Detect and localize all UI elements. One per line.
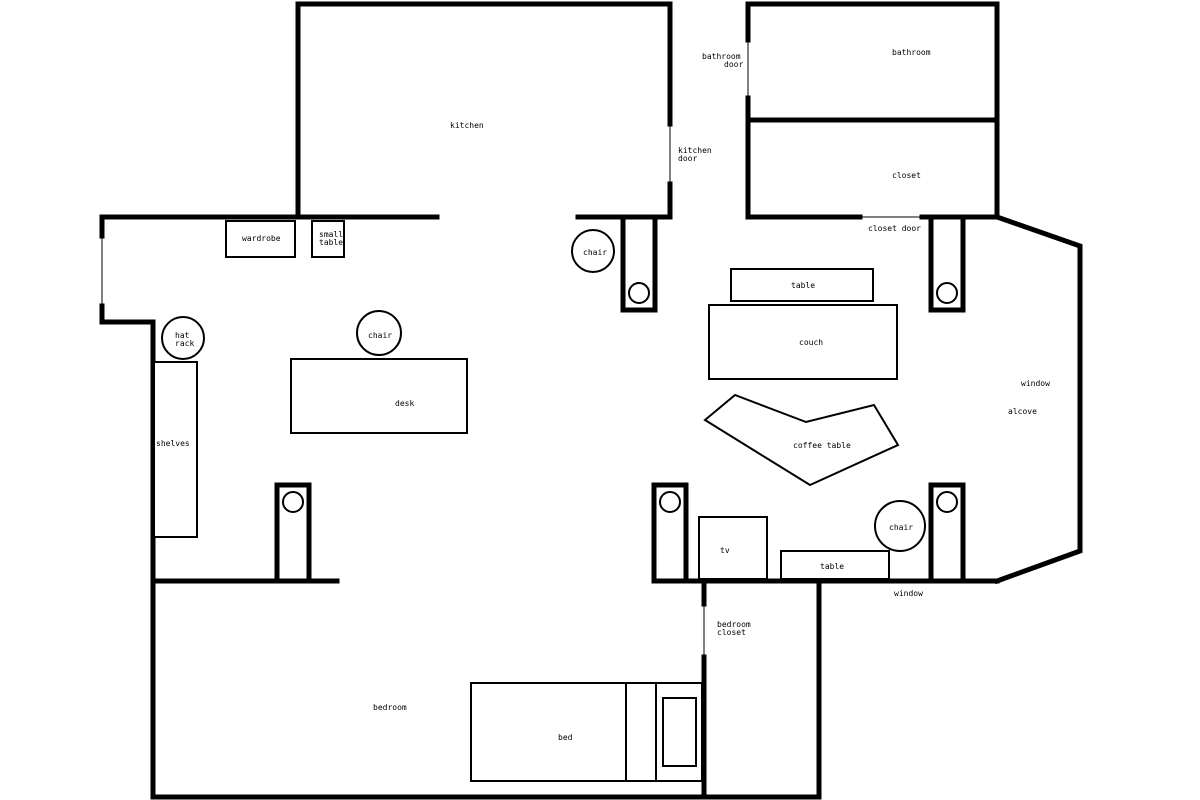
tv-label: tv (720, 546, 730, 555)
wardrobe[interactable] (225, 220, 296, 258)
alcove-window-label: window (1021, 379, 1050, 388)
bottom-window-label: window (894, 589, 923, 598)
bedroom-label: bedroom (373, 703, 407, 712)
corner-chair[interactable] (874, 500, 926, 552)
column-post-top-center (628, 282, 650, 304)
couch-label: couch (799, 338, 823, 347)
closet-door-label: closet door (868, 224, 921, 233)
kitchen-door-label-1: kitchen (678, 146, 712, 155)
column-right (928, 482, 966, 584)
hat-rack-label-2: rack (175, 339, 194, 348)
closet-label: closet (892, 171, 921, 180)
small-table[interactable] (311, 220, 345, 258)
walls (99, 1, 1083, 800)
kitchen-chair-label: chair (583, 248, 607, 257)
kitchen-wall (295, 1, 673, 220)
column-top-center (620, 214, 658, 313)
kitchen-label: kitchen (450, 121, 484, 130)
column-post-left (282, 491, 304, 513)
sofa-table-label: table (791, 281, 815, 290)
desk[interactable] (290, 358, 468, 434)
wardrobe-label: wardrobe (242, 234, 281, 243)
column-post-right (936, 491, 958, 513)
hat-rack[interactable] (161, 316, 205, 360)
alcove-wall (993, 213, 1083, 585)
entry-wall (99, 214, 301, 239)
tv-table[interactable] (780, 550, 890, 580)
sofa-table[interactable] (730, 268, 874, 302)
alcove-label: alcove (1008, 407, 1037, 416)
bed-label: bed (558, 733, 573, 742)
entry-wall-lower (99, 303, 156, 584)
tv-table-label: table (820, 562, 844, 571)
kitchen-wall-lower (575, 181, 673, 220)
shelves-label: shelves (156, 439, 190, 448)
bathroom-door-label-2: door (724, 60, 743, 69)
corner-chair-label: chair (889, 523, 913, 532)
bathroom-wall (745, 1, 1000, 220)
bed-pillow (662, 697, 697, 767)
couch[interactable] (708, 304, 898, 380)
tv[interactable] (698, 516, 768, 580)
small-table-label-1: small (319, 230, 343, 239)
coffee-table-label: coffee table (793, 441, 851, 450)
bedroom-closet-label-2: closet (717, 628, 746, 637)
column-left (274, 482, 312, 584)
kitchen-chair[interactable] (571, 229, 615, 273)
desk-chair-label: chair (368, 331, 392, 340)
bed[interactable] (470, 682, 703, 782)
bathroom-label: bathroom (892, 48, 931, 57)
bathroom-door-label-1: bathroom (702, 52, 741, 61)
hat-rack-label-1: hat (175, 331, 190, 340)
desk-chair[interactable] (356, 310, 402, 356)
column-post-top-right (936, 282, 958, 304)
desk-label: desk (395, 399, 414, 408)
bedroom-closet-label-1: bedroom (717, 620, 751, 629)
column-center (651, 482, 689, 584)
small-table-label-2: table (319, 238, 343, 247)
bedroom-wall (150, 578, 822, 800)
coffee-table[interactable] (703, 393, 900, 487)
column-post-center (659, 491, 681, 513)
column-top-right (928, 214, 966, 313)
kitchen-door-label-2: door (678, 154, 697, 163)
shelves[interactable] (153, 361, 198, 538)
